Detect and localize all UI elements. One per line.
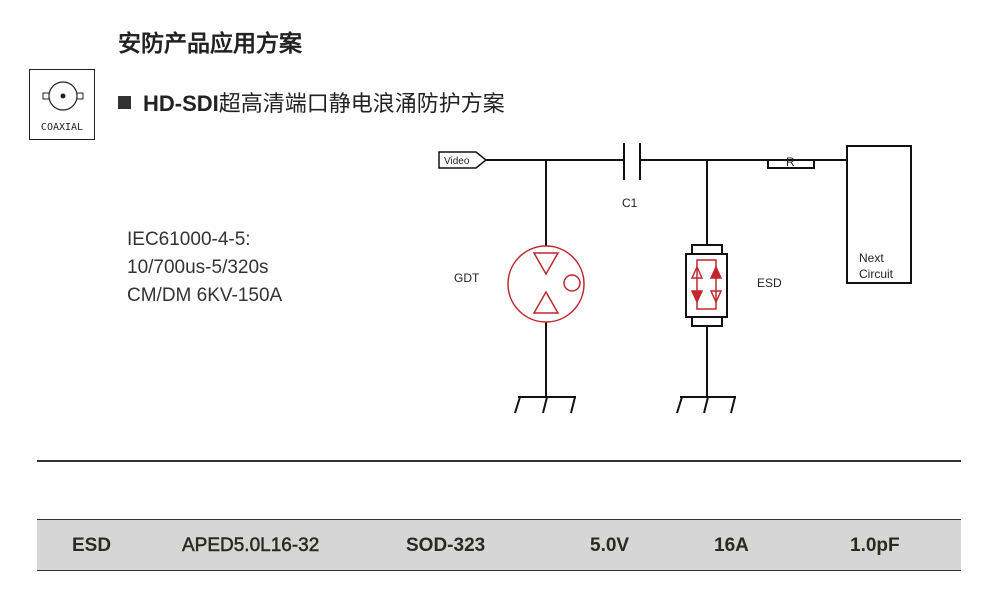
table-row: ESD APED5.0L16-32 SOD-323 5.0V 16A 1.0pF [37, 519, 961, 571]
esd-label: ESD [757, 276, 782, 290]
circuit-schematic: Video C1 R GDT ESD Next Circuit [438, 143, 912, 414]
r-label: R [786, 155, 795, 169]
esd-diode-array [690, 259, 723, 310]
cell-voltage: 5.0V [590, 535, 630, 556]
esd-package-bottom [691, 316, 723, 327]
video-port-tag [438, 151, 488, 169]
video-label: Video [444, 156, 470, 167]
esd-package-top [691, 244, 723, 255]
bullet-square-icon [118, 96, 131, 109]
cell-type: ESD [72, 535, 112, 556]
coax-symbol-icon [42, 81, 84, 111]
page-title: 安防产品应用方案 [118, 30, 302, 56]
spec-line: 10/700us-5/320s [127, 257, 269, 278]
spec-line: CM/DM 6KV-150A [127, 285, 283, 306]
table-divider [37, 460, 961, 462]
cell-package: SOD-323 [406, 535, 486, 556]
next-circuit-label: Circuit [859, 267, 894, 281]
coax-label: COAXIAL [40, 122, 84, 133]
cell-part-number: APED5.0L16-32 [182, 535, 320, 557]
gdt-label: GDT [454, 271, 480, 285]
spec-line: IEC61000-4-5: [127, 229, 251, 250]
coaxial-connector-icon: COAXIAL [29, 69, 95, 140]
resistor [767, 159, 815, 169]
heading-en: HD-SDI [143, 91, 219, 116]
cell-current: 16A [714, 535, 749, 556]
next-circuit-label: Next [859, 251, 884, 265]
esd-package [685, 253, 728, 318]
cell-capacitance: 1.0pF [850, 535, 900, 556]
heading-zh: 超高清端口静电浪涌防护方案 [218, 91, 505, 116]
surge-spec: IEC61000-4-5: 10/700us-5/320s CM/DM 6KV-… [127, 226, 282, 310]
section-heading: HD-SDI超高清端口静电浪涌防护方案 [118, 86, 505, 118]
c1-label: C1 [622, 196, 638, 210]
gdt-symbol [507, 245, 585, 323]
next-circuit-box [846, 145, 912, 284]
